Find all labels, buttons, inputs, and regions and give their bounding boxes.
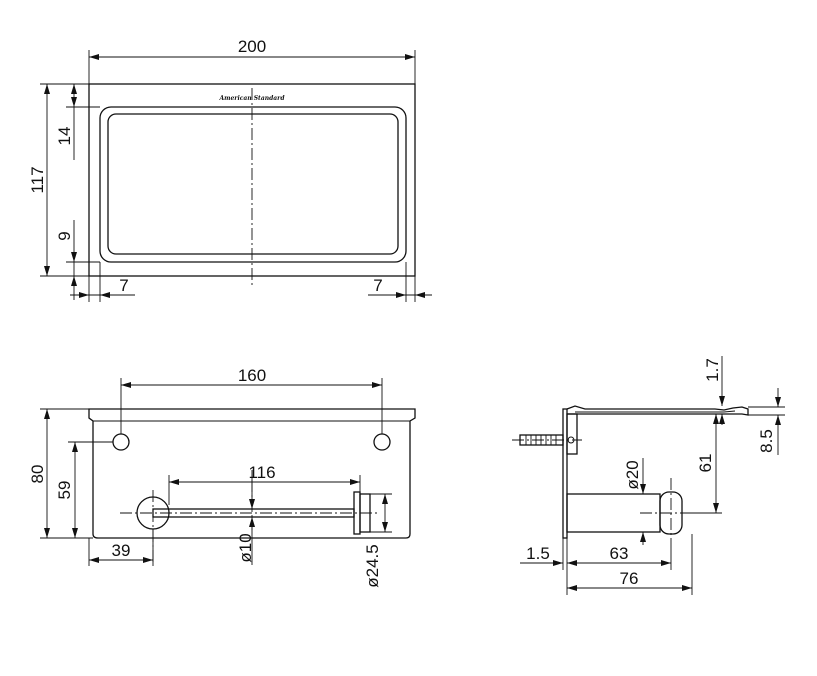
dimension-side-roller-diameter: ø20: [623, 458, 646, 545]
top-view-tray-outer: [99, 106, 407, 263]
dimension-top-width: 200: [88, 37, 416, 84]
front-view: 160 80 59 116: [28, 366, 416, 588]
dim-label-total-depth: 76: [620, 569, 639, 588]
dim-label-right-margin: 7: [373, 276, 382, 295]
dimension-end-cap-diameter: ø24.5: [363, 493, 392, 588]
dim-label-roller-diameter: ø10: [236, 533, 255, 562]
dimension-top-height: 117: [28, 83, 89, 277]
dim-label-top-margin: 14: [55, 127, 74, 146]
dim-label-roller-depth: 63: [610, 544, 629, 563]
dimension-front-height: 80: [28, 408, 93, 539]
dim-label-roller-length: 116: [248, 463, 275, 482]
top-view-tray-inner: [107, 113, 399, 255]
side-view-bracket: [566, 413, 578, 455]
side-view: 1.7 8.5 61 ø20: [512, 356, 785, 595]
dim-label-top-width: 200: [238, 37, 266, 56]
front-view-outline: [88, 408, 416, 539]
dim-label-hole-height: 59: [55, 481, 74, 500]
dimension-roller-drop: 61: [690, 414, 722, 514]
dim-label-left-margin: 7: [119, 276, 128, 295]
mounting-hole-right: [373, 433, 391, 451]
dim-label-side-roller-diameter: ø20: [623, 460, 642, 489]
dimension-roller-offset: 39: [88, 529, 154, 566]
dimension-roller-depth: 63: [567, 544, 672, 570]
side-view-wall-plate: [562, 408, 568, 539]
dim-label-roller-offset: 39: [112, 541, 131, 560]
dimension-bottom-margin: 9: [55, 220, 100, 300]
dimension-total-depth: 76: [567, 534, 693, 595]
dimension-lip-height: 8.5: [748, 388, 785, 455]
dim-label-hole-spacing: 160: [238, 366, 266, 385]
dimension-wall-plate: 1.5: [520, 538, 568, 595]
dim-label-sheet-thickness: 1.7: [703, 358, 722, 382]
dimension-top-margin: 14: [55, 84, 100, 160]
dim-label-front-height: 80: [28, 465, 47, 484]
brand-mark: American Standard: [218, 95, 285, 102]
dimension-right-margin: 7: [368, 262, 432, 302]
mounting-hole-left: [112, 433, 130, 451]
dimension-left-margin: 7: [70, 262, 135, 302]
dim-label-roller-drop: 61: [696, 454, 715, 473]
dim-label-bottom-margin: 9: [55, 231, 74, 240]
dim-label-lip-height: 8.5: [757, 429, 776, 453]
dimension-roller-length: 116: [168, 463, 361, 505]
side-view-shelf-inner: [575, 410, 736, 413]
dim-label-top-height: 117: [28, 166, 47, 193]
dim-label-end-cap-diameter: ø24.5: [363, 544, 382, 587]
side-view-shelf: [566, 405, 749, 416]
top-view: American Standard 200 117 14: [28, 37, 432, 302]
dimension-hole-height: 59: [55, 441, 113, 538]
dimension-sheet-thickness: 1.7: [703, 356, 725, 425]
dimension-hole-spacing: 160: [120, 366, 383, 434]
dimension-roller-diameter: ø10: [236, 470, 255, 565]
dim-label-wall-plate: 1.5: [526, 544, 550, 563]
